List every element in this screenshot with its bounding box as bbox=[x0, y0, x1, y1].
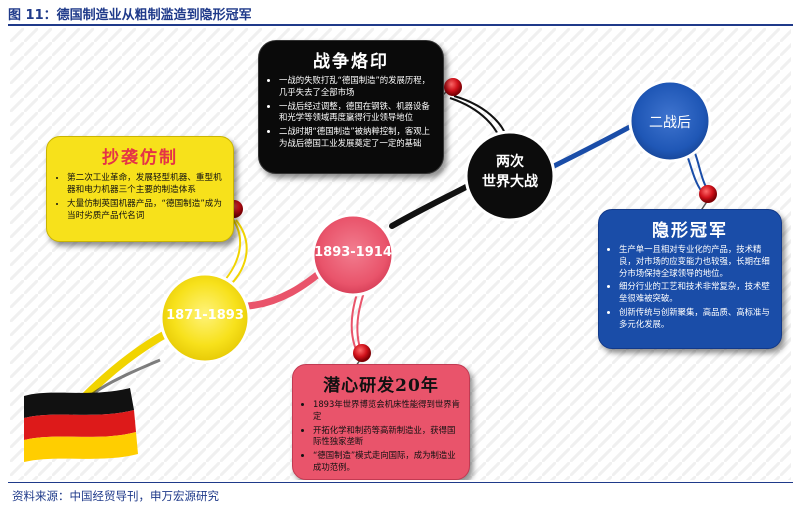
card-champion-title: 隐形冠军 bbox=[652, 221, 728, 241]
diagram-canvas: 1871-1893 1893-1914 两次 世界大战 二战后 抄袭仿制 第二次… bbox=[10, 28, 791, 480]
card-war-bullet: 二战时期“德国制造”被纳粹控制，客观上为战后德国工业发展奠定了一定的基础 bbox=[279, 126, 435, 150]
node-1871-circle bbox=[159, 272, 251, 364]
node-postwar-circle bbox=[628, 79, 712, 163]
card-war-bullet: 一战的失败打乱“德国制造”的发展历程，几乎失去了全部市场 bbox=[279, 75, 435, 99]
node-1893-circle bbox=[311, 213, 395, 297]
title-rule bbox=[8, 24, 793, 26]
card-copy: 抄袭仿制 第二次工业革命，发展轻型机器、重型机器和电力机器三个主要的制造体系 大… bbox=[46, 136, 234, 242]
card-research-bullet: 1893年世界博览会机床性能得到世界肯定 bbox=[313, 399, 461, 423]
timeline-black bbox=[389, 183, 471, 229]
german-flag-icon bbox=[24, 388, 138, 462]
card-copy-title: 抄袭仿制 bbox=[102, 148, 178, 168]
node-1871-label: 1871-1893 bbox=[166, 308, 244, 323]
card-champion-bullet: 细分行业的工艺和技术非常复杂，技术壁垒很难被突破。 bbox=[619, 281, 773, 305]
figure-title: 图 11：德国制造业从粗制滥造到隐形冠军 bbox=[8, 8, 252, 23]
card-champion-bullet: 创新传统与创新聚集，高品质、高标准与多元化发展。 bbox=[619, 307, 773, 331]
card-research-bullet: 开拓化学和制药等高新制造业，获得国际性独家垄断 bbox=[313, 425, 461, 449]
card-research: 潜心研发20年 1893年世界博览会机床性能得到世界肯定 开拓化学和制药等高新制… bbox=[292, 364, 470, 480]
card-war: 战争烙印 一战的失败打乱“德国制造”的发展历程，几乎失去了全部市场 一战后经过调… bbox=[258, 40, 444, 174]
card-war-bullet: 一战后经过调整，德国在钢铁、机器设备和光学等领域再度赢得行业领导地位 bbox=[279, 101, 435, 125]
node-ww-circle bbox=[464, 130, 556, 222]
card-war-title: 战争烙印 bbox=[313, 52, 389, 72]
card-copy-bullet: 大量仿制英国机器产品，“德国制造”成为当时劣质产品代名词 bbox=[67, 198, 225, 222]
card-research-bullet: “德国制造”模式走向国际，成为制造业成功范例。 bbox=[313, 450, 461, 474]
node-postwar-label: 二战后 bbox=[649, 115, 691, 131]
node-ww-label: 两次 世界大战 bbox=[482, 154, 538, 190]
card-research-title: 潜心研发20年 bbox=[323, 376, 439, 396]
card-champion-bullet: 生产单一且相对专业化的产品，技术精良，对市场的应变能力也较强，长期在细分市场保持… bbox=[619, 244, 773, 279]
timeline-blue bbox=[547, 121, 638, 171]
node-1893-label: 1893-1914 bbox=[314, 245, 392, 260]
card-champion: 隐形冠军 生产单一且相对专业化的产品，技术精良，对市场的应变能力也较强，长期在细… bbox=[598, 209, 782, 349]
bottom-rule bbox=[8, 482, 793, 483]
card-copy-bullet: 第二次工业革命，发展轻型机器、重型机器和电力机器三个主要的制造体系 bbox=[67, 172, 225, 196]
figure-source: 资料来源：中国经贸导刊，申万宏源研究 bbox=[12, 489, 219, 503]
